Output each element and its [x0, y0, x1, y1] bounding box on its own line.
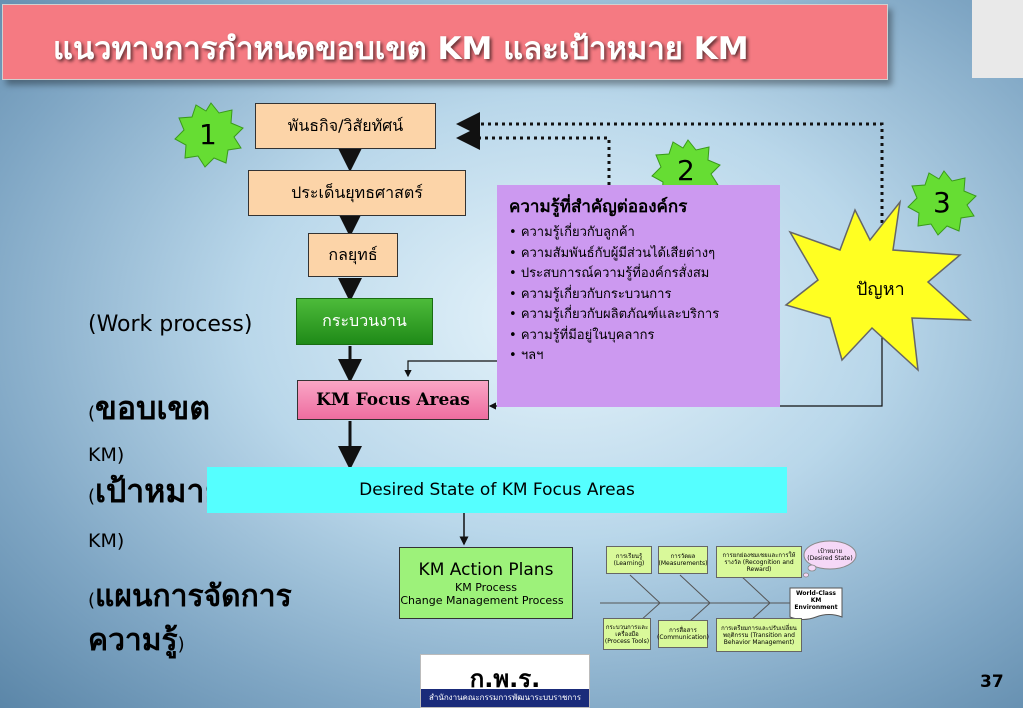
badge-1: 1 [199, 118, 217, 151]
scope-main: ขอบเขต [95, 389, 211, 427]
title-bar: แนวทางการกำหนดขอบเขต KM และเป้าหมาย KM [2, 4, 888, 80]
work-process-box: กระบวนงาน [296, 298, 433, 345]
plan-label: (แผนการจัดการ [88, 573, 292, 620]
scope-open: ( [88, 403, 96, 424]
knowledge-item: ความรู้เกี่ยวกับลูกค้า [509, 223, 780, 244]
critical-knowledge-title: ความรู้ที่สำคัญต่อองค์กร [509, 197, 688, 217]
knowledge-item: ความรู้เกี่ยวกับผลิตภัณฑ์และบริการ [509, 305, 780, 326]
logo-org-bar: สำนักงานคณะกรรมการพัฒนาระบบราชการ [421, 689, 589, 707]
logo-abbr: ก.พ.ร. [469, 665, 541, 693]
desired-state-text: Desired State of KM Focus Areas [359, 480, 635, 500]
action-plan-line2: Change Management Process [400, 594, 564, 607]
plan-main: แผนการจัดการ [95, 579, 292, 614]
plan-close: ) [177, 634, 185, 655]
strategic-issues-box: ประเด็นยุทธศาสตร์ [248, 170, 466, 216]
problem-burst-shape [784, 199, 973, 372]
plan-line2-text: ความรู้ [88, 623, 178, 658]
scope-label: (ขอบเขต [88, 383, 210, 434]
goal-tail: KM) [88, 530, 125, 552]
mini-box-process-tools: กระบวนการและเครื่องมือ (Process Tools) [603, 618, 651, 650]
badge-3-shape [907, 170, 977, 236]
mini-box-transition: การเตรียมการและปรับเปลี่ยนพฤติกรรม (Tran… [716, 618, 802, 652]
corner-decoration [972, 0, 1023, 78]
scope-tail: KM) [88, 444, 125, 466]
goal-open: ( [88, 486, 96, 507]
critical-knowledge-list: ความรู้เกี่ยวกับลูกค้า ความสัมพันธ์กับผู… [509, 223, 780, 367]
problem-label: ปัญหา [856, 279, 905, 300]
km-focus-areas-box: KM Focus Areas [297, 380, 489, 420]
action-plan-line1: KM Process [455, 581, 517, 594]
strategy-box: กลยุทธ์ [308, 233, 398, 277]
critical-knowledge-box: ความรู้ที่สำคัญต่อองค์กร ความรู้เกี่ยวกั… [497, 185, 780, 407]
knowledge-item: ความรู้ที่มีอยู่ในบุคลากร [509, 326, 780, 347]
opdc-logo: ก.พ.ร. สำนักงานคณะกรรมการพัฒนาระบบราชการ [420, 654, 590, 708]
logo-org: สำนักงานคณะกรรมการพัฒนาระบบราชการ [428, 693, 582, 702]
mini-box-recognition: การยกย่องชมเชยและการให้รางวัล (Recogniti… [716, 546, 802, 578]
desired-state-bar: Desired State of KM Focus Areas [207, 467, 787, 513]
badge-1-shape [174, 102, 244, 168]
goal-main: เป้าหมาย [95, 472, 224, 510]
mini-box-communication: การสื่อสาร (Communication) [657, 620, 709, 648]
action-plan-title: KM Action Plans [418, 560, 554, 580]
mission-box: พันธกิจ/วิสัยทัศน์ [255, 103, 436, 149]
knowledge-item: ความสัมพันธ์กับผู้มีส่วนได้เสียต่างๆ [509, 244, 780, 265]
work-process-label: (Work process) [88, 312, 253, 337]
knowledge-item: ประสบการณ์ความรู้ที่องค์กรสั่งสม [509, 264, 780, 285]
mini-box-learning: การเรียนรู้ (Learning) [606, 546, 652, 574]
plan-line2: ความรู้) [88, 617, 185, 664]
page-number: 37 [980, 672, 1004, 692]
mini-result-label: World-Class KM Environment [794, 589, 838, 611]
knowledge-item: ความรู้เกี่ยวกับกระบวนการ [509, 285, 780, 306]
mini-cloud-label: เป้าหมาย (Desired State) [807, 548, 853, 562]
km-action-plans-box: KM Action Plans KM Process Change Manage… [399, 547, 573, 619]
badge-3: 3 [933, 186, 951, 219]
goal-label: (เป้าหมาย [88, 466, 223, 517]
badge-2: 2 [677, 154, 695, 187]
knowledge-item: ฯลฯ [509, 346, 780, 367]
slide-title: แนวทางการกำหนดขอบเขต KM และเป้าหมาย KM [53, 31, 749, 67]
plan-open: ( [88, 590, 96, 611]
mini-box-measurements: การวัดผล (Measurements) [658, 546, 708, 574]
